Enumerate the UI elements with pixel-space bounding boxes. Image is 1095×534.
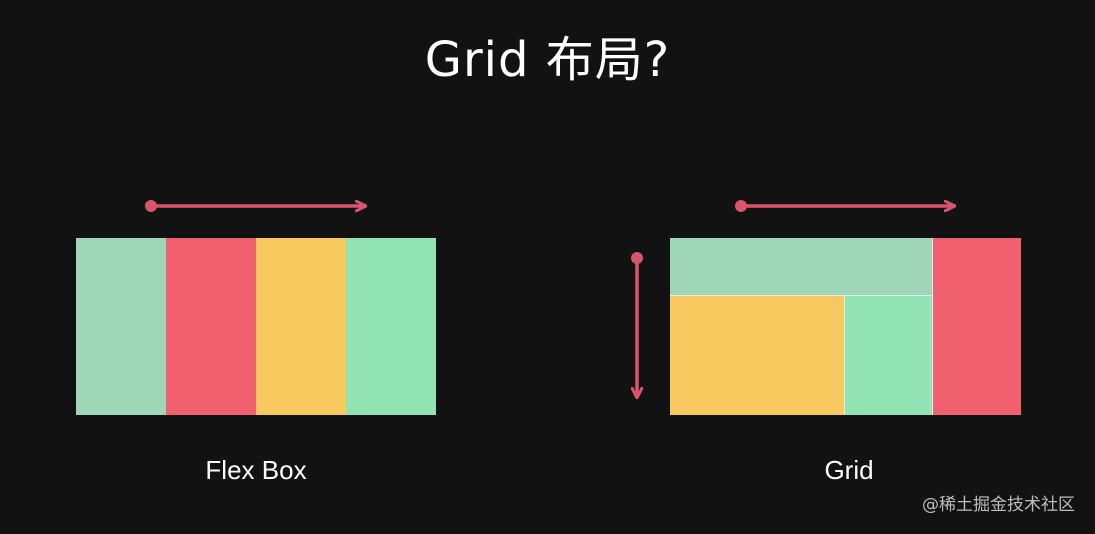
flex-cell-4 [346, 238, 436, 415]
grid-cell-right-tall [933, 238, 1021, 415]
flex-cell-3 [256, 238, 346, 415]
grid-label: Grid [824, 455, 874, 485]
flex-horizontal-arrow-icon [145, 200, 365, 212]
grid-cell-bottom-middle [845, 296, 933, 415]
grid-diagram [670, 238, 1021, 415]
watermark: @稀土掘金技术社区 [922, 495, 1075, 515]
grid-cell-bottom-left [670, 296, 845, 415]
page-title: Grid 布局? [424, 32, 671, 88]
flex-box-label: Flex Box [205, 455, 307, 485]
grid-vertical-arrow-icon [631, 252, 643, 397]
flex-cell-2 [166, 238, 256, 415]
grid-horizontal-arrow-icon [735, 200, 954, 212]
flex-box-diagram [76, 238, 436, 415]
flex-cell-1 [76, 238, 166, 415]
grid-cell-top-wide [670, 238, 933, 296]
